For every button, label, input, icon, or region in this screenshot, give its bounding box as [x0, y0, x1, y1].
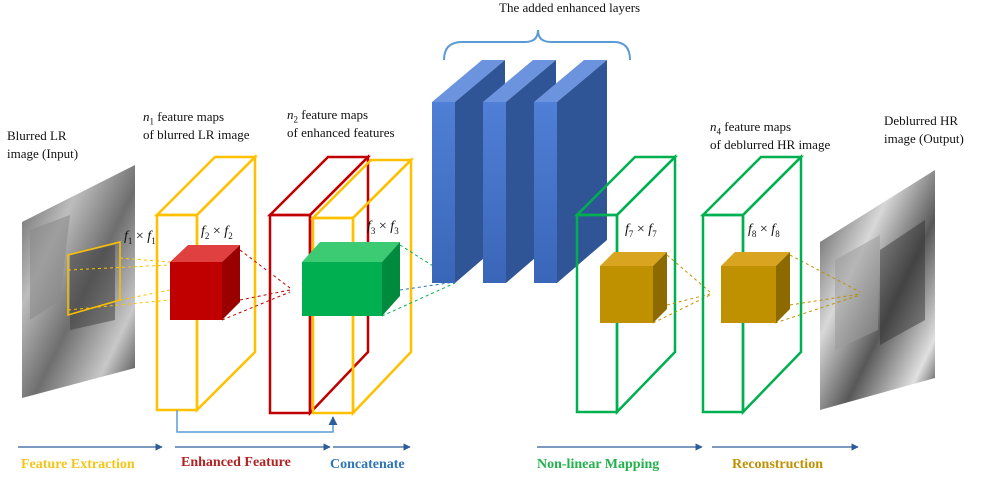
gold-filter-cube-2	[721, 252, 790, 323]
n4-label-line1: n4 feature maps	[710, 119, 792, 137]
filter-f7-label: f7 × f7	[625, 222, 657, 239]
stage-enhanced-feature: Enhanced Feature	[181, 455, 291, 470]
output-label-line1: Deblurred HR	[884, 113, 959, 128]
n2-label-line2: of enhanced features	[287, 125, 395, 140]
n1-label-line1: n1 feature maps	[143, 109, 225, 127]
enhanced-feature-box	[266, 153, 372, 417]
red-filter-cube	[170, 245, 240, 320]
skip-connection	[176, 410, 338, 433]
green-filter-cube	[302, 242, 400, 316]
stage-nonlinear-mapping: Non-linear Mapping	[537, 457, 660, 472]
enhanced-layers	[432, 60, 607, 283]
output-image	[820, 170, 935, 410]
filter-f3-label: f3 × f3	[367, 219, 399, 236]
input-label-line1: Blurred LR	[7, 128, 67, 143]
enhanced-layer-3	[534, 60, 607, 283]
dashed-connectors-1	[67, 257, 171, 311]
n4-label-line2: of deblurred HR image	[710, 137, 831, 152]
output-label-line2: image (Output)	[884, 131, 964, 146]
dashed-connectors-2	[221, 249, 291, 321]
filter-f2-label: f2 × f2	[201, 224, 233, 241]
enhanced-layers-title: The added enhanced layers	[499, 0, 641, 15]
brace	[443, 29, 631, 61]
stage-reconstruction: Reconstruction	[732, 457, 823, 472]
input-label-line2: image (Input)	[7, 146, 79, 161]
stage-concatenate: Concatenate	[330, 457, 405, 472]
stage-feature-extraction: Feature Extraction	[21, 457, 135, 472]
filter-f8-label: f8 × f8	[748, 222, 780, 239]
input-image	[22, 165, 135, 398]
gold-filter-cube-1	[600, 252, 667, 323]
n1-label-line2: of blurred LR image	[143, 127, 250, 142]
filter-f1-label: f1 × f1	[124, 229, 156, 246]
n2-label-line1: n2 feature maps	[287, 107, 369, 125]
